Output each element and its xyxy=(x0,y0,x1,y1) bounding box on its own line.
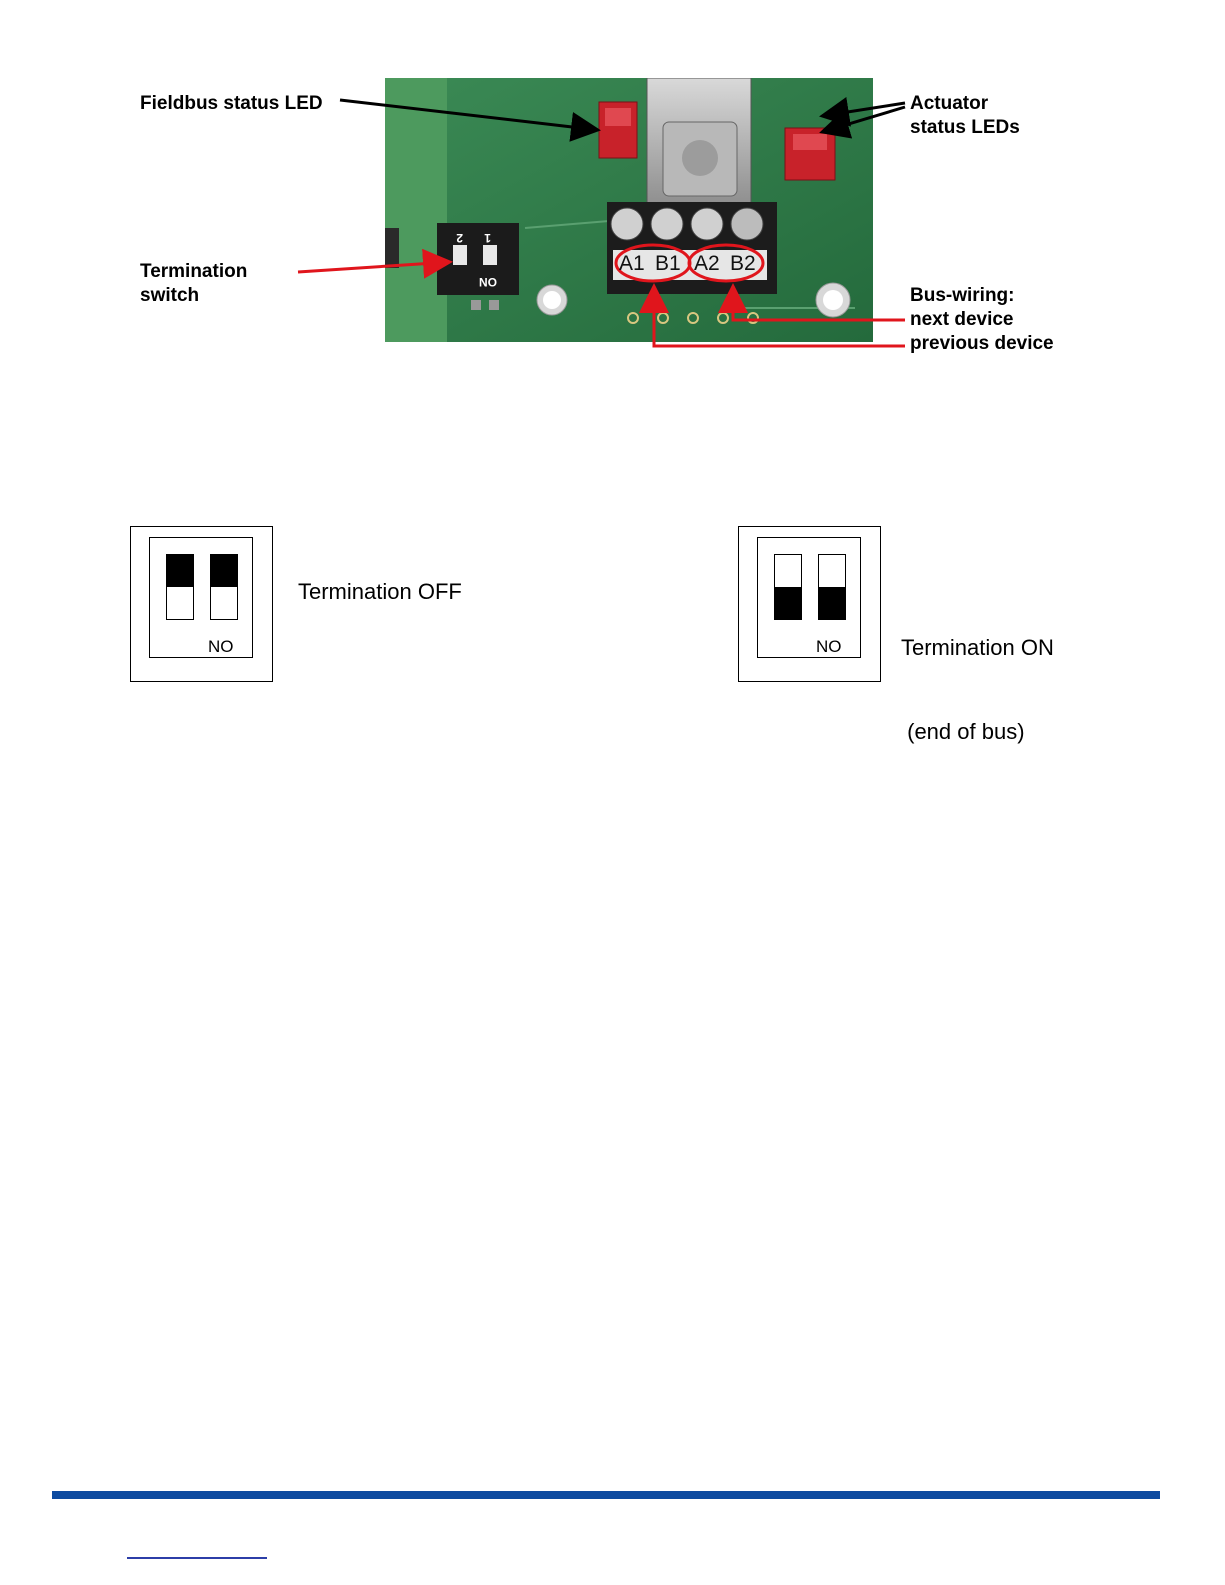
dip-body: NO xyxy=(757,537,861,658)
dip-caption: NO xyxy=(208,637,234,657)
terminal-label-a2: A2 xyxy=(694,251,720,277)
termination-on-label: Termination ON (end of bus) xyxy=(901,578,1054,774)
footer-link-underline[interactable] xyxy=(127,1557,267,1559)
dip-diagram-off: NO xyxy=(130,526,273,682)
termination-on-line-1: Termination ON xyxy=(901,634,1054,662)
annotated-photo: A1 B1 A2 B2 2 1 ON Fieldbus status LED A… xyxy=(0,0,1225,360)
callout-termination-line-2: switch xyxy=(140,284,247,308)
dip-slot-2 xyxy=(210,554,238,620)
callout-termination-switch: Termination switch xyxy=(140,260,247,308)
dip-knob xyxy=(167,555,193,587)
dip-slot-2 xyxy=(818,554,846,620)
terminal-label-a1: A1 xyxy=(619,251,645,277)
callout-bus-wiring-line-1: Bus-wiring: xyxy=(910,284,1054,308)
callout-bus-wiring: Bus-wiring: next device previous device xyxy=(910,284,1054,356)
previous-device-arrow xyxy=(654,286,905,346)
callout-termination-line-1: Termination xyxy=(140,260,247,284)
callout-bus-wiring-line-3: previous device xyxy=(910,332,1054,356)
dip-slot-1 xyxy=(774,554,802,620)
photo-dip-number-1: 1 xyxy=(484,231,491,245)
callout-actuator-line-1: Actuator xyxy=(910,92,1020,116)
callout-bus-wiring-line-2: next device xyxy=(910,308,1054,332)
terminal-label-b2: B2 xyxy=(730,251,756,277)
dip-slot-1 xyxy=(166,554,194,620)
photo-dip-number-2: 2 xyxy=(456,231,463,245)
fieldbus-led-arrow xyxy=(340,100,598,130)
termination-off-label: Termination OFF xyxy=(298,578,462,606)
footer-rule xyxy=(52,1491,1160,1499)
terminal-label-b1: B1 xyxy=(655,251,681,277)
callout-actuator-leds: Actuator status LEDs xyxy=(910,92,1020,140)
termination-on-line-2: (end of bus) xyxy=(901,718,1054,746)
dip-body: NO xyxy=(149,537,253,658)
callout-actuator-line-2: status LEDs xyxy=(910,116,1020,140)
photo-dip-marking: 2 1 ON xyxy=(437,225,517,295)
termination-switch-arrow xyxy=(298,262,450,272)
dip-knob xyxy=(211,555,237,587)
dip-knob xyxy=(775,587,801,619)
dip-diagram-on: NO xyxy=(738,526,881,682)
dip-knob xyxy=(819,587,845,619)
callout-fieldbus-led: Fieldbus status LED xyxy=(140,92,323,116)
photo-dip-on: ON xyxy=(479,275,497,289)
next-device-arrow xyxy=(733,286,905,320)
dip-caption: NO xyxy=(816,637,842,657)
